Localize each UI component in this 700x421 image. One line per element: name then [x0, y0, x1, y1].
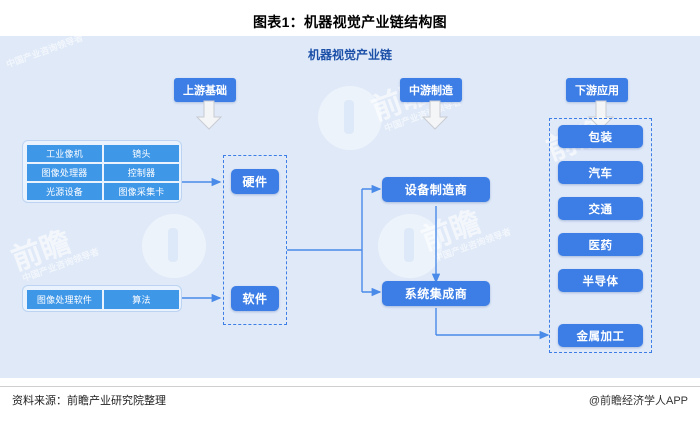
upstream-group-dashed-box [223, 155, 287, 325]
watermark-brand-left: 前瞻 [7, 225, 76, 278]
node-software[interactable]: 软件 [231, 286, 279, 311]
footer-divider [0, 386, 700, 387]
page-title: 图表1：机器视觉产业链结构图 [253, 14, 447, 30]
watermark-logo-top [318, 86, 382, 150]
source-label: 资料来源：前瞻产业研究院整理 [12, 395, 166, 407]
hardware-item[interactable]: 图像处理器 [27, 164, 102, 181]
watermark-sub-left: 中国产业咨询领导者 [20, 246, 101, 284]
watermark-sub-mid: 中国产业咨询领导者 [432, 226, 513, 264]
node-equipment-manufacturer[interactable]: 设备制造商 [382, 177, 490, 202]
node-application-transportation[interactable]: 交通 [558, 197, 643, 220]
brand-label: @前瞻经济学人APP [588, 395, 688, 407]
node-application-metal-processing[interactable]: 金属加工 [558, 324, 643, 347]
hardware-item[interactable]: 控制器 [104, 164, 179, 181]
watermark-logo-mid [378, 214, 442, 278]
stage-tag-upstream[interactable]: 上游基础 [174, 78, 236, 102]
stage-tag-midstream[interactable]: 中游制造 [400, 78, 462, 102]
software-item[interactable]: 算法 [104, 290, 179, 309]
node-application-semiconductor[interactable]: 半导体 [558, 269, 643, 292]
down-arrow-midstream-icon [422, 100, 448, 130]
downstream-group-dashed-box [549, 118, 652, 353]
software-items-box: 图像处理软件 算法 [22, 285, 182, 312]
hardware-items-box: 工业像机 镜头 图像处理器 控制器 光源设备 图像采集卡 [22, 140, 182, 203]
down-arrow-downstream-icon [588, 100, 614, 130]
stage-tag-downstream[interactable]: 下游应用 [566, 78, 628, 102]
node-hardware[interactable]: 硬件 [231, 169, 279, 194]
node-system-integrator[interactable]: 系统集成商 [382, 281, 490, 306]
node-application-automotive[interactable]: 汽车 [558, 161, 643, 184]
hardware-item[interactable]: 镜头 [104, 145, 179, 162]
hardware-item[interactable]: 光源设备 [27, 183, 102, 200]
panel-heading: 机器视觉产业链 [307, 48, 392, 62]
watermark-logo-left [142, 214, 206, 278]
software-item[interactable]: 图像处理软件 [27, 290, 102, 309]
node-application-pharmaceutical[interactable]: 医药 [558, 233, 643, 256]
hardware-item[interactable]: 工业像机 [27, 145, 102, 162]
node-application-packaging[interactable]: 包装 [558, 125, 643, 148]
diagram-panel: 前瞻 中国产业咨询领导者 前瞻 中国产业咨询领导者 前瞻 中国产业咨询领导者 中… [0, 36, 700, 378]
hardware-item[interactable]: 图像采集卡 [104, 183, 179, 200]
down-arrow-upstream-icon [196, 100, 222, 130]
